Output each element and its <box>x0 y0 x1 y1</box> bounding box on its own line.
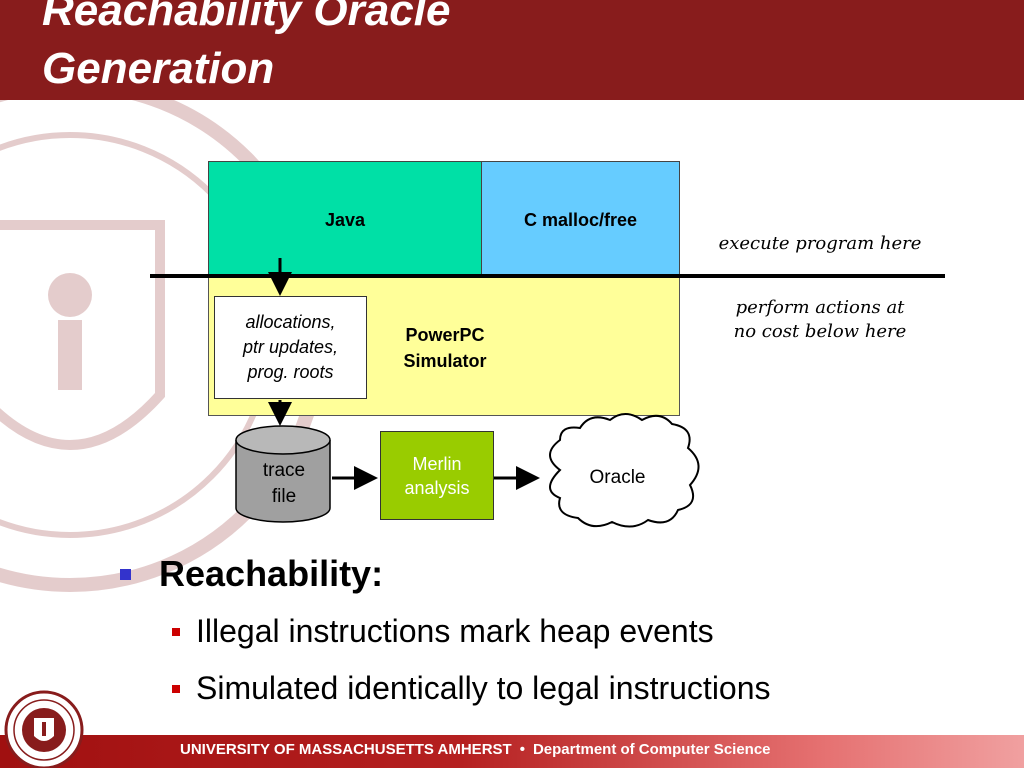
sub-bullet-2: Simulated identically to legal instructi… <box>172 670 771 707</box>
sub-bullet-square-icon <box>172 684 180 693</box>
merlin-analysis-box: Merlin analysis <box>380 431 494 520</box>
footer-text: UNIVERSITY OF MASSACHUSETTS AMHERST • Depa… <box>180 741 771 758</box>
sub-bullet-1: Illegal instructions mark heap events <box>172 613 714 650</box>
allocations-box: allocations, ptr updates, prog. roots <box>214 296 367 399</box>
bullet-reachability: Reachability: <box>120 553 383 595</box>
simulator-label-line-1: PowerPC <box>405 325 485 345</box>
title-line-2: Generation <box>42 44 275 93</box>
trace-label-line-1: trace <box>262 460 306 481</box>
cmalloc-label: C malloc/free <box>523 210 638 230</box>
university-seal-icon <box>4 690 84 768</box>
alloc-line-2: ptr updates, <box>242 337 339 357</box>
alloc-line-3: prog. roots <box>247 362 334 382</box>
perform-note-line-1: perform actions at <box>735 297 905 318</box>
bullet-square-icon <box>120 568 131 580</box>
merlin-line-2: analysis <box>404 477 470 498</box>
footer-university: UNIVERSITY OF MASSACHUSETTS AMHERST <box>180 741 512 758</box>
footer-department: Department of Computer Science <box>532 741 771 758</box>
bullet-main-text: Reachability: <box>159 553 384 594</box>
perform-note: perform actions at no cost below here <box>700 296 940 344</box>
merlin-line-1: Merlin <box>412 453 462 474</box>
oracle-label: Oracle <box>589 467 646 488</box>
perform-note-line-2: no cost below here <box>733 321 907 342</box>
sub-bullet-text: Simulated identically to legal instructi… <box>196 670 771 706</box>
footer-bar <box>0 735 1024 768</box>
execution-divider-line <box>150 274 945 278</box>
footer-separator: • <box>519 741 525 758</box>
trace-label-line-2: file <box>271 486 297 507</box>
title-bar: Reachability Oracle Generation <box>0 0 1024 100</box>
execute-note: execute program here <box>718 233 922 254</box>
slide-title: Reachability Oracle Generation <box>42 0 742 98</box>
simulator-label-line-2: Simulator <box>403 351 487 371</box>
simulator-label: PowerPC Simulator <box>370 322 520 374</box>
trace-file-label: trace file <box>236 458 332 510</box>
java-label: Java <box>324 210 366 230</box>
sub-bullet-square-icon <box>172 627 180 636</box>
title-line-1: Reachability Oracle <box>42 0 451 35</box>
sub-bullet-text: Illegal instructions mark heap events <box>196 613 714 649</box>
cmalloc-box <box>481 161 680 276</box>
alloc-line-1: allocations, <box>245 312 336 332</box>
